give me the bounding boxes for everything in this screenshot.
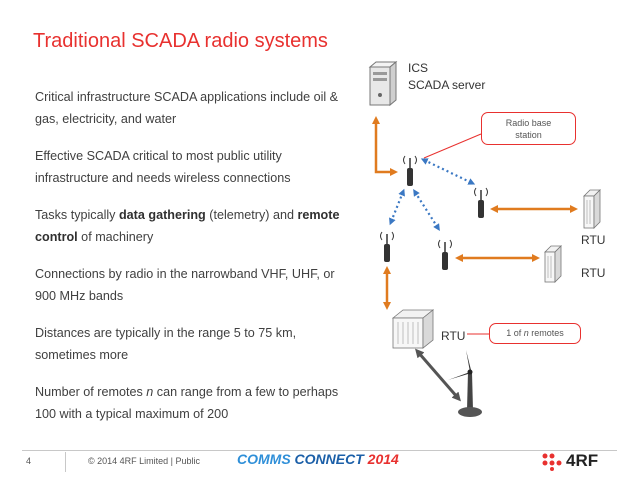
rtu-cabinet-icon	[544, 245, 562, 283]
bullet-item: Distances are typically in the range 5 t…	[35, 322, 355, 381]
footer-vertical-divider	[65, 452, 66, 472]
radio-antenna-icon	[403, 155, 417, 186]
bullet-text-run: of machinery	[77, 230, 154, 244]
rtu-label: RTU	[581, 266, 606, 280]
callout-text: 1 of	[506, 328, 524, 338]
4rf-logo-icon: 4RF	[540, 451, 630, 471]
bullet-item: Effective SCADA critical to most public …	[35, 145, 355, 204]
rtu-cabinet-icon	[583, 189, 601, 229]
callout-text-n: n	[523, 328, 529, 338]
bullet-text-run: Tasks typically	[35, 208, 119, 222]
slide-title: Traditional SCADA radio systems	[33, 30, 328, 52]
brand-part-1: COMMS	[237, 451, 291, 467]
rtu-label: RTU	[441, 329, 466, 343]
callout-pointer	[423, 133, 482, 159]
server-link-arrow	[372, 116, 398, 176]
bullet-list: Critical infrastructure SCADA applicatio…	[35, 86, 355, 440]
bullet-item: Connections by radio in the narrowband V…	[35, 263, 355, 322]
bullet-text-run: Distances are typically in the range 5 t…	[35, 326, 297, 362]
bullet-text-run: can range from a few to perhaps 100 with…	[35, 385, 339, 421]
radio-link-dotted	[420, 158, 476, 185]
page-number: 4	[26, 456, 32, 466]
bullet-text-run: Connections by radio in the narrowband V…	[35, 267, 335, 303]
radio-antenna-icon	[380, 231, 394, 262]
radio-antenna-icon	[438, 239, 452, 270]
radio-antenna-icon	[474, 187, 488, 218]
bullet-text-run: (telemetry) and	[205, 208, 298, 222]
base-station-callout: Radio base station	[481, 112, 576, 145]
bullet-item: Number of remotes n can range from a few…	[35, 381, 355, 440]
comms-connect-brand: COMMS CONNECT 2014	[237, 451, 399, 467]
ics-label: ICS	[408, 61, 429, 75]
bullet-item: Tasks typically data gathering (telemetr…	[35, 204, 355, 263]
brand-part-3: 2014	[363, 451, 399, 467]
rtu-label: RTU	[581, 233, 606, 247]
bullet-text-run: Effective SCADA critical to most public …	[35, 149, 291, 185]
bullet-text-run: data gathering	[118, 208, 206, 222]
rtu-cabinet-icon	[391, 309, 435, 349]
callout-text: remotes	[528, 328, 564, 338]
footer-divider-line	[22, 450, 617, 451]
ics-server-label: ICS SCADA server	[408, 60, 485, 94]
bullet-text-run: n	[146, 385, 154, 399]
logo-text: 4RF	[566, 451, 599, 470]
radio-link-dotted	[389, 188, 405, 226]
server-icon	[368, 60, 398, 107]
callout-text-line2: station	[515, 130, 542, 140]
turbine-link-arrow	[415, 348, 461, 402]
bullet-text-run: remote control	[35, 208, 340, 244]
radio-link-dotted	[413, 189, 440, 231]
remote-callout: 1 of n remotes	[489, 323, 581, 344]
bullet-text-run: Number of remotes	[35, 385, 147, 399]
brand-part-2: CONNECT	[290, 451, 364, 467]
logo-mark-icon	[542, 453, 562, 471]
callout-text-line1: Radio base	[505, 118, 552, 128]
bullet-text-run: Critical infrastructure SCADA applicatio…	[35, 90, 339, 126]
scada-server-label: SCADA server	[408, 78, 486, 92]
bullet-item: Critical infrastructure SCADA applicatio…	[35, 86, 355, 145]
wind-turbine-icon	[448, 350, 490, 417]
copyright-text: © 2014 4RF Limited | Public	[88, 456, 201, 466]
